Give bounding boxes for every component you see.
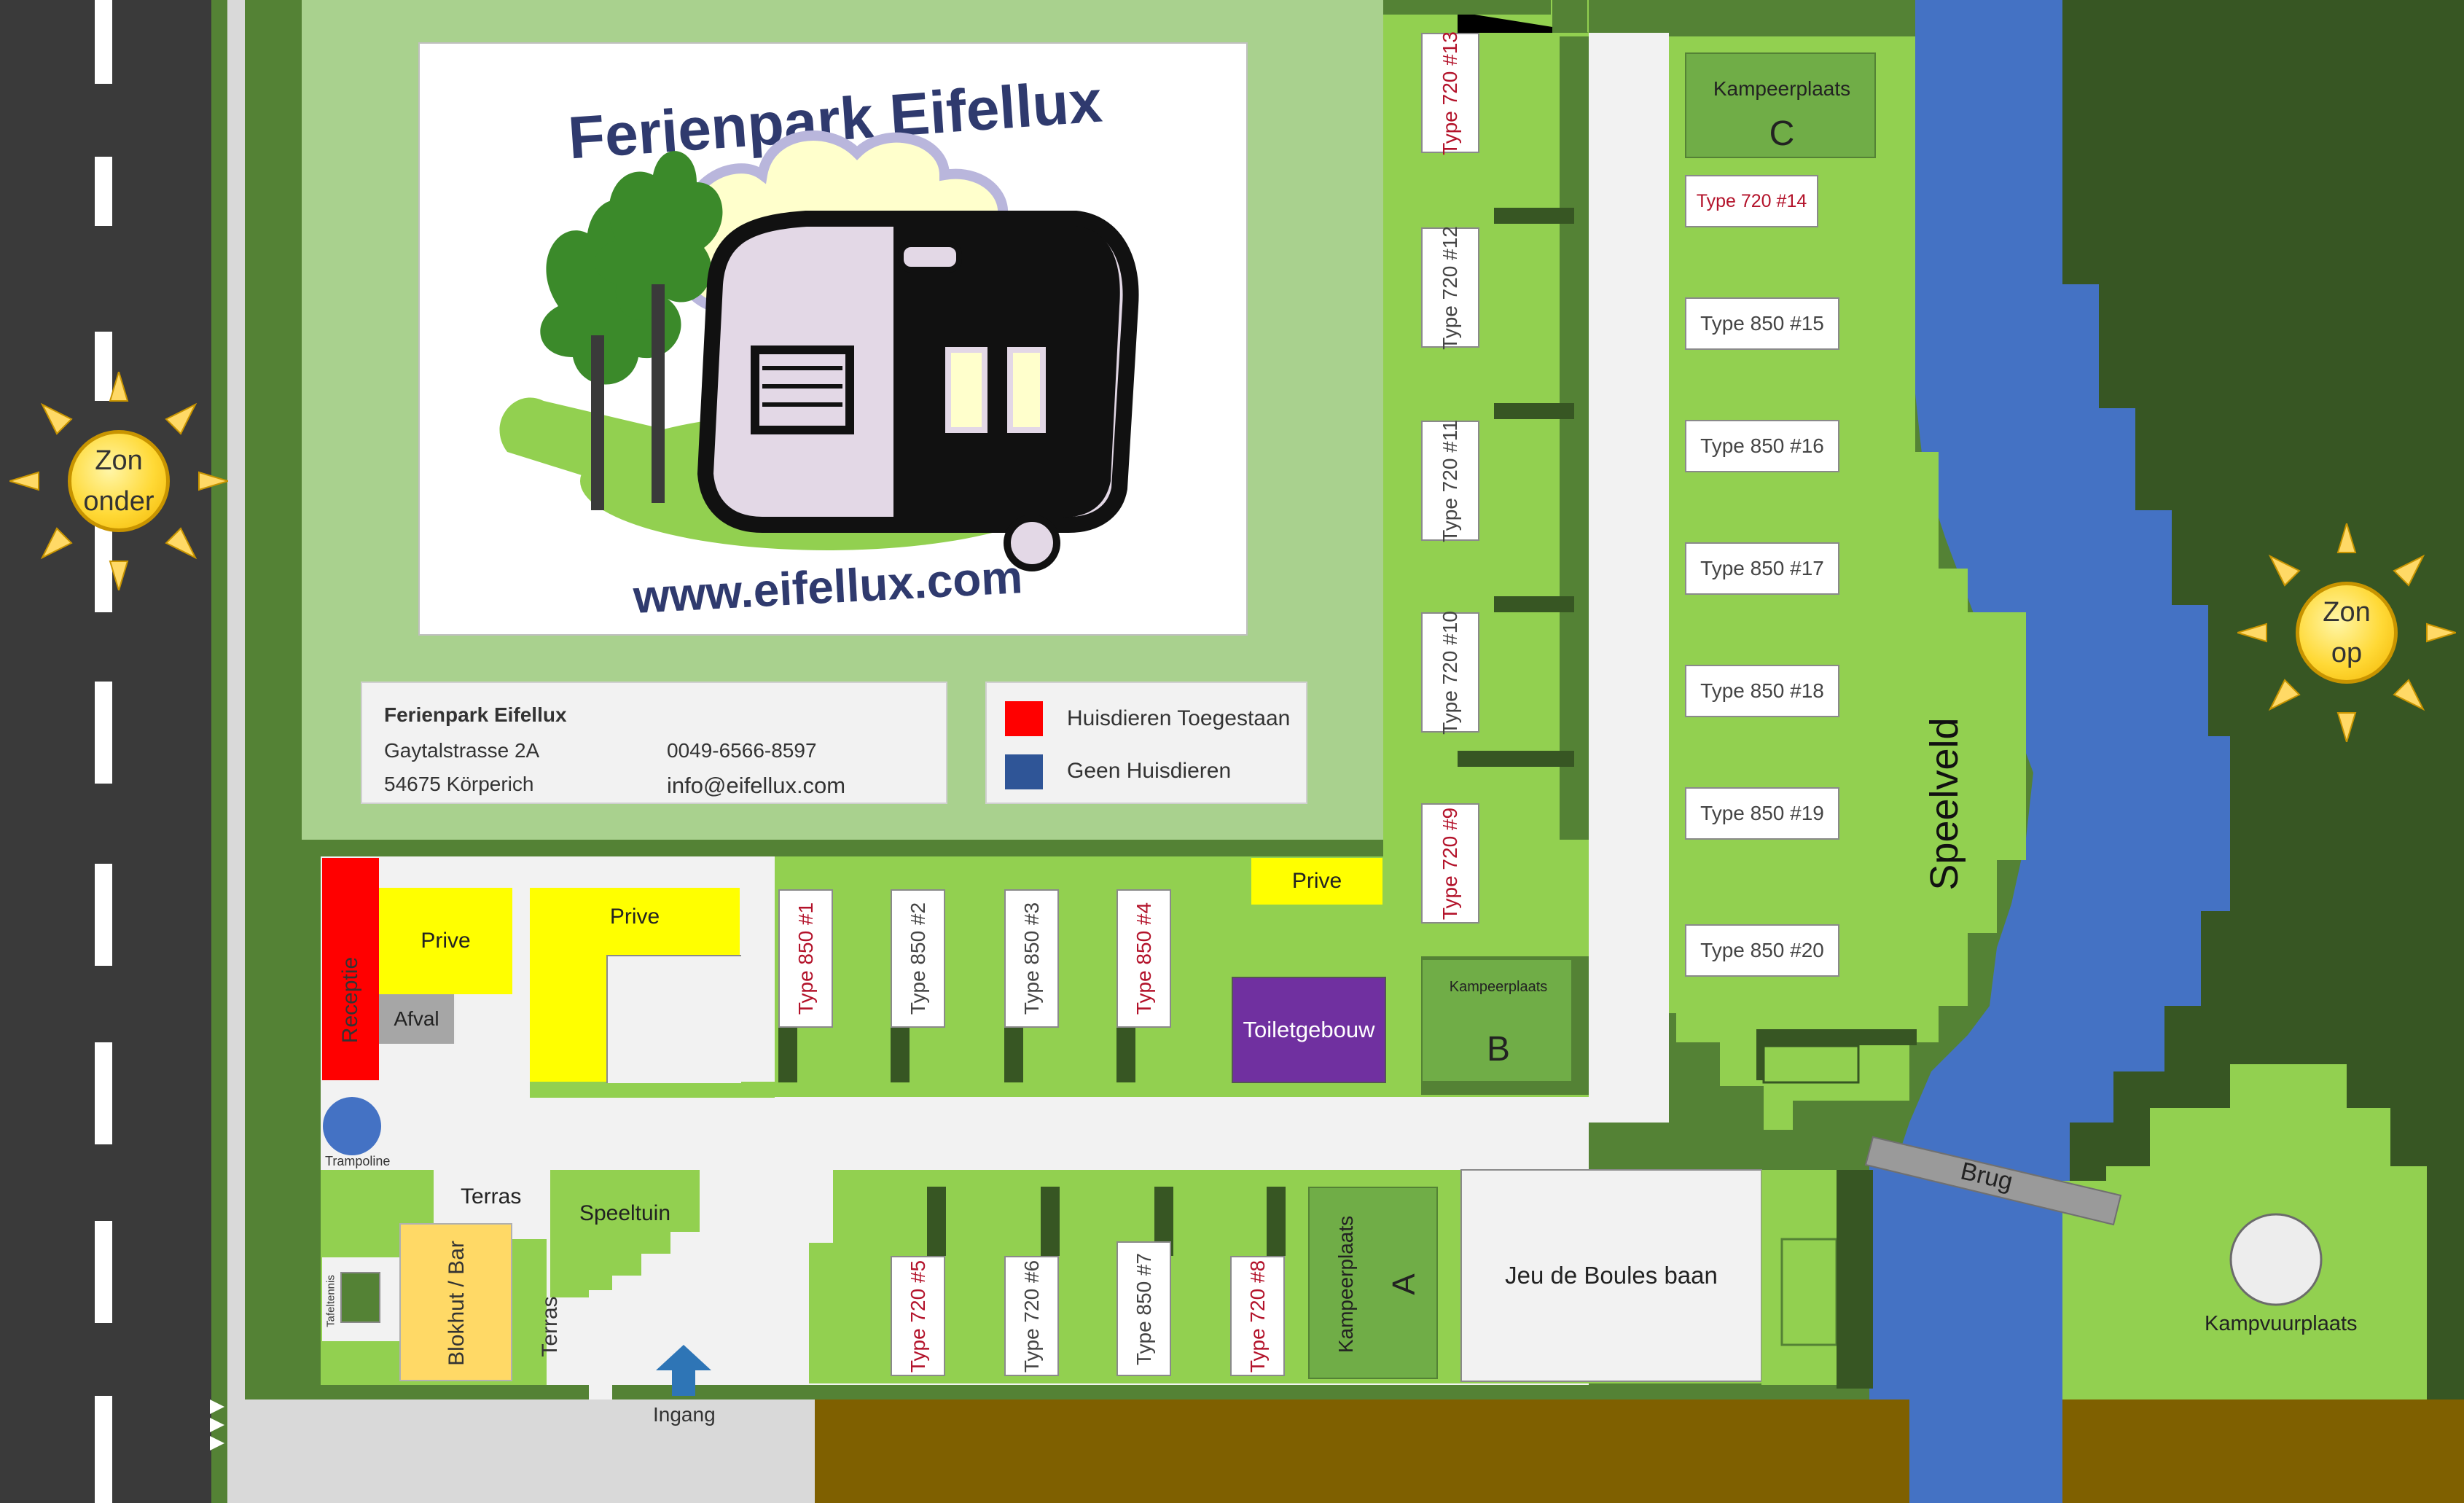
afval: Afval (379, 994, 455, 1044)
lot-14[interactable]: Type 720 #14 (1685, 175, 1818, 227)
prive-2-label: Prive (609, 905, 660, 929)
legend-label-no-pets: Geen Huisdieren (1067, 759, 1232, 783)
lot-10[interactable]: Type 720 #10 (1421, 610, 1479, 735)
lot-6[interactable]: Type 720 #6 (1004, 1256, 1059, 1376)
campfire-circle (2229, 1213, 2323, 1306)
lot-11[interactable]: Type 720 #11 (1421, 419, 1479, 542)
lot-3-label: Type 850 #3 (1020, 902, 1043, 1015)
sun-east-rays (2237, 523, 2456, 742)
trampoline-label: Trampoline (325, 1154, 391, 1168)
lot-4-label: Type 850 #4 (1132, 902, 1155, 1015)
soil (815, 1399, 1909, 1503)
ingang-arrow (656, 1345, 711, 1396)
logo-website: www.eifellux.com (632, 550, 1024, 623)
terras-label-north: Terras (461, 1184, 522, 1209)
lot-19[interactable]: Type 850 #19 (1685, 787, 1839, 840)
lot-1[interactable]: Type 850 #1 (778, 889, 833, 1028)
lot-8[interactable]: Type 720 #8 (1230, 1256, 1285, 1376)
tafeltennis-table (340, 1272, 380, 1323)
lot-18[interactable]: Type 850 #18 (1685, 665, 1839, 717)
contact-email[interactable]: info@eifellux.com (667, 773, 846, 798)
sun-west-line2: onder (83, 486, 155, 517)
lot-16[interactable]: Type 850 #16 (1685, 420, 1839, 472)
kampeerplaats-b-letter: B (1486, 1029, 1510, 1069)
contact-street: Gaytalstrasse 2A (384, 739, 540, 762)
speeltuin-label: Speeltuin (579, 1201, 671, 1225)
contact-phone: 0049-6566-8597 (667, 739, 817, 762)
legend-swatch-pets-allowed (1005, 701, 1043, 736)
lot-5-label: Type 720 #5 (906, 1260, 929, 1373)
north-path (1589, 33, 1669, 1123)
speelveld-label: Speelveld (1923, 717, 1966, 891)
lot-5[interactable]: Type 720 #5 (891, 1256, 945, 1376)
ingang-label: Ingang (653, 1403, 716, 1426)
legend: Huisdieren Toegestaan Geen Huisdieren (985, 682, 1307, 804)
lot-13[interactable]: Type 720 #13 (1421, 31, 1479, 155)
blokhut-label: Blokhut / Bar (445, 1241, 469, 1366)
kampeerplaats-a[interactable]: Kampeerplaats A (1308, 1187, 1438, 1379)
legend-swatch-no-pets (1005, 754, 1043, 789)
receptie-label: Receptie (338, 956, 362, 1044)
lot-3[interactable]: Type 850 #3 (1004, 889, 1059, 1028)
prive-2: Prive (530, 888, 741, 1083)
lot-11-label: Type 720 #11 (1439, 419, 1461, 542)
lot-12[interactable]: Type 720 #12 (1421, 225, 1479, 350)
bridge (1864, 1136, 2122, 1226)
legend-label-pets-allowed: Huisdieren Toegestaan (1067, 706, 1291, 730)
lot-10-label: Type 720 #10 (1439, 610, 1461, 735)
lot-4[interactable]: Type 850 #4 (1116, 889, 1171, 1028)
lot-17[interactable]: Type 850 #17 (1685, 542, 1839, 595)
contact-city: 54675 Körperich (384, 773, 534, 795)
logo-title: Ferienpark Eifellux (566, 68, 1105, 172)
lot-7[interactable]: Type 850 #7 (1116, 1241, 1171, 1376)
river (1869, 0, 2230, 1503)
sun-east: Zon op (2296, 582, 2398, 684)
kampeerplaats-c[interactable]: Kampeerplaats C (1685, 52, 1876, 158)
sun-east-line1: Zon (2323, 597, 2371, 628)
kampeerplaats-c-label: Kampeerplaats (1713, 77, 1851, 100)
toiletgebouw[interactable]: Toiletgebouw (1232, 977, 1386, 1083)
receptie-building[interactable]: Receptie (322, 858, 379, 1080)
kampeerplaats-a-letter: A (1386, 1273, 1422, 1295)
terras-label-south: Terras (538, 1296, 562, 1357)
lot-8-label: Type 720 #8 (1245, 1260, 1269, 1373)
logo-card: Ferienpark Eifellux www.eifellux.com (418, 42, 1248, 636)
prive-3: Prive (1251, 858, 1382, 905)
kampvuurplaats-label: Kampvuurplaats (2205, 1312, 2358, 1335)
contact-card: Ferienpark Eifellux Gaytalstrasse 2A 546… (361, 682, 947, 804)
lot-2-label: Type 850 #2 (906, 902, 929, 1015)
kampeerplaats-b-label: Kampeerplaats (1449, 978, 1548, 995)
lot-1-label: Type 850 #1 (794, 902, 817, 1015)
road-markings (95, 0, 112, 1503)
kampeerplaats-c-letter: C (1769, 114, 1795, 153)
entrance-road (245, 1399, 815, 1503)
sun-west-line1: Zon (95, 445, 143, 476)
lot-9[interactable]: Type 720 #9 (1421, 803, 1479, 924)
lot-7-label: Type 850 #7 (1132, 1252, 1155, 1365)
prive-1: Prive (379, 888, 512, 994)
tafeltennis-label: Tafeltennis (324, 1275, 337, 1327)
tafeltennis-area[interactable]: Tafeltennis (322, 1257, 401, 1341)
kampeerplaats-a-label: Kampeerplaats (1334, 1215, 1357, 1354)
lot-12-label: Type 720 #12 (1439, 225, 1461, 350)
lot-9-label: Type 720 #9 (1439, 807, 1461, 920)
lot-15[interactable]: Type 850 #15 (1685, 297, 1839, 350)
lot-6-label: Type 720 #6 (1020, 1260, 1043, 1373)
blokhut-bar[interactable]: Blokhut / Bar (399, 1223, 512, 1381)
sun-west: Zon onder (68, 430, 170, 532)
jeu-de-boules-label: Jeu de Boules baan (1505, 1262, 1718, 1289)
sun-west-rays (9, 372, 228, 590)
contact-name: Ferienpark Eifellux (384, 703, 567, 726)
lot-2[interactable]: Type 850 #2 (891, 889, 945, 1028)
lot-13-label: Type 720 #13 (1439, 31, 1461, 155)
sun-east-line2: op (2331, 638, 2363, 668)
kampeerplaats-b[interactable]: Kampeerplaats B (1421, 959, 1573, 1082)
trampoline-icon[interactable] (323, 1097, 381, 1155)
lot-20[interactable]: Type 850 #20 (1685, 924, 1839, 977)
prive-2-notch (606, 955, 741, 1083)
